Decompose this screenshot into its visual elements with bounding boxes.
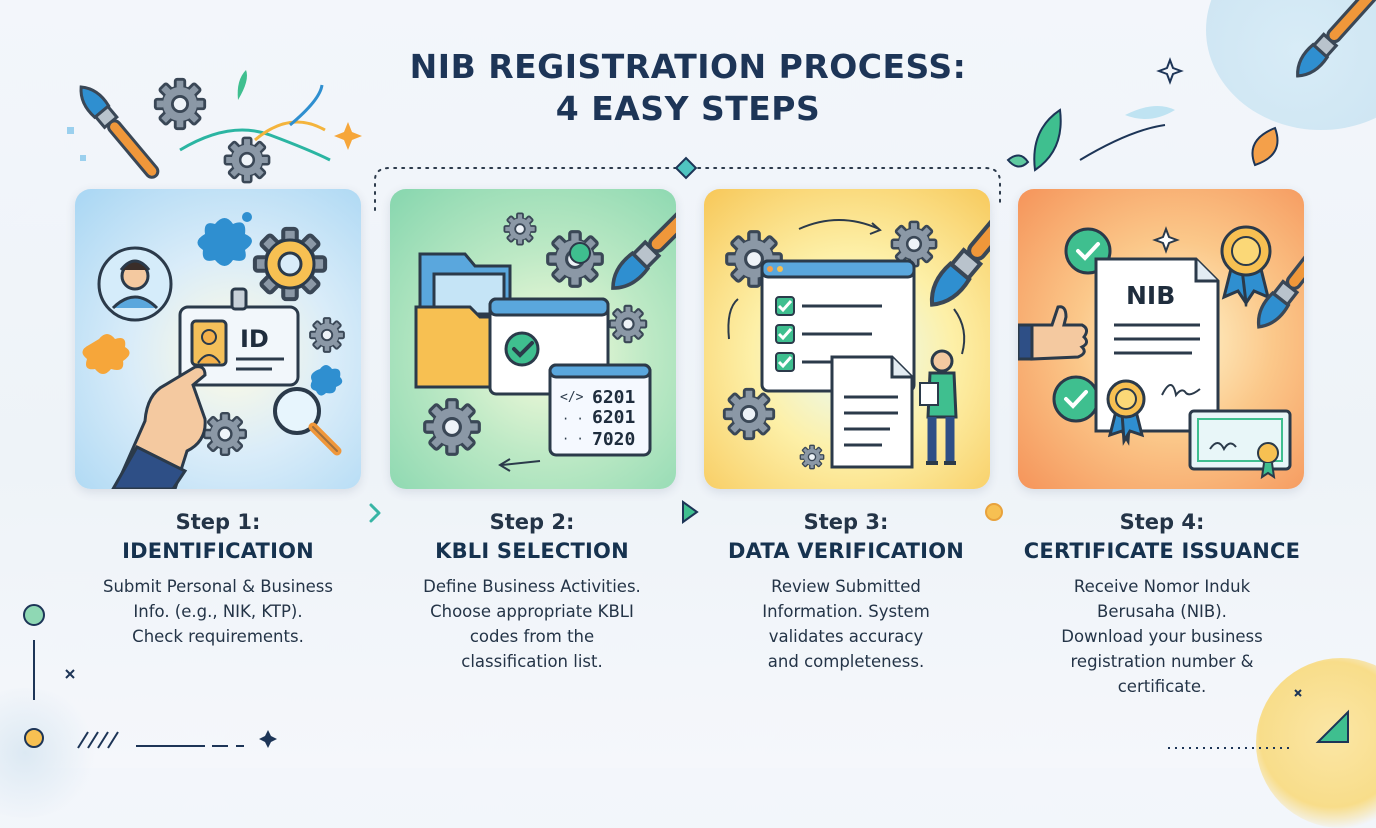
hand-icon xyxy=(111,365,207,489)
magnifier-icon xyxy=(273,387,342,456)
step-description: Review Submitted Information. System val… xyxy=(686,574,1006,674)
step-1-illustration: ID xyxy=(75,189,361,489)
check-icon xyxy=(775,296,882,372)
step-number: Step 1: xyxy=(175,510,261,534)
step-description: Submit Personal & Business Info. (e.g., … xyxy=(58,574,378,649)
kbli-code-panel: </> 6201 6201 7020 · · · · xyxy=(548,363,652,457)
description-line: Review Submitted xyxy=(771,577,921,596)
description-line: Receive Nomor Induk xyxy=(1073,577,1251,596)
step-number: Step 2: xyxy=(489,510,575,534)
code-tag: </> xyxy=(560,390,584,405)
paint-splash-icon xyxy=(82,212,343,396)
description-line: and completeness. xyxy=(767,652,925,671)
diploma-icon xyxy=(1188,409,1292,480)
kbli-code-1: 6201 xyxy=(592,387,635,408)
step-3-illustration xyxy=(704,189,990,489)
step-4-illustration: NIB xyxy=(1018,189,1304,489)
step-description: Receive Nomor Induk Berusaha (NIB). Down… xyxy=(1002,574,1322,699)
description-line: Check requirements. xyxy=(132,627,304,646)
description-line: registration number & xyxy=(1070,652,1254,671)
description-line: certificate. xyxy=(1117,677,1207,696)
avatar xyxy=(97,246,173,322)
svg-text:· ·: · · xyxy=(562,412,584,426)
person-icon xyxy=(919,349,958,465)
thumbs-up-icon xyxy=(1018,305,1089,361)
step-number: Step 3: xyxy=(803,510,889,534)
description-line: Information. System xyxy=(762,602,930,621)
kbli-code-3: 7020 xyxy=(592,429,635,450)
description-line: Berusaha (NIB). xyxy=(1097,602,1227,621)
description-line: validates accuracy xyxy=(768,627,924,646)
kbli-code-2: 6201 xyxy=(592,407,635,428)
description-line: Define Business Activities. xyxy=(423,577,641,596)
medal-icon xyxy=(1220,225,1272,308)
step-title: DATA VERIFICATION xyxy=(727,539,965,563)
id-card: ID xyxy=(178,287,300,387)
id-card-label: ID xyxy=(240,325,269,353)
description-line: Download your business xyxy=(1061,627,1263,646)
step-2: Step 2: KBLI SELECTION Define Business A… xyxy=(372,508,692,674)
certificate-label: NIB xyxy=(1126,281,1175,310)
title-line-2: 4 EASY STEPS xyxy=(555,89,821,128)
step-number: Step 4: xyxy=(1119,510,1205,534)
step-title: CERTIFICATE ISSUANCE xyxy=(1023,539,1301,563)
description-line: Choose appropriate KBLI xyxy=(430,602,634,621)
seal-icon xyxy=(1106,379,1146,446)
page-title: NIB REGISTRATION PROCESS: 4 EASY STEPS xyxy=(0,46,1376,130)
step-title: KBLI SELECTION xyxy=(435,539,629,563)
description-line: codes from the xyxy=(469,627,595,646)
description-line: classification list. xyxy=(461,652,603,671)
step-title: IDENTIFICATION xyxy=(122,539,314,563)
description-line: Submit Personal & Business xyxy=(102,577,334,596)
corner-blob-bottom-left xyxy=(0,688,100,818)
step-3: Step 3: DATA VERIFICATION Review Submitt… xyxy=(686,508,1006,674)
title-line-1: NIB REGISTRATION PROCESS: xyxy=(409,47,967,86)
step-4: Step 4: CERTIFICATE ISSUANCE Receive Nom… xyxy=(1002,508,1322,699)
step-description: Define Business Activities. Choose appro… xyxy=(372,574,692,674)
description-line: Info. (e.g., NIK, KTP). xyxy=(133,602,303,621)
document-icon xyxy=(830,355,914,469)
svg-text:· ·: · · xyxy=(562,432,584,446)
step-1: Step 1: IDENTIFICATION Submit Personal &… xyxy=(58,508,378,649)
step-2-illustration: </> 6201 6201 7020 · · · · xyxy=(390,189,676,489)
